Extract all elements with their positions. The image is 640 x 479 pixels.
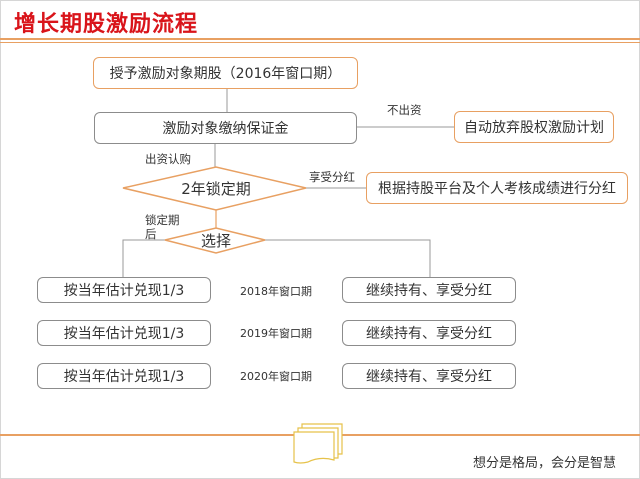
header-divider (0, 38, 640, 40)
dividend-node: 根据持股平台及个人考核成绩进行分红 (366, 172, 628, 204)
edge-label-after-lockup: 锁定期后 (145, 213, 180, 241)
hold-right-node: 继续持有、享受分红 (342, 320, 516, 346)
window-period-label: 2018年窗口期 (240, 285, 312, 298)
page-title: 增长期股激励流程 (14, 11, 199, 37)
lockup-diamond-shape (122, 166, 307, 211)
deposit-node: 激励对象缴纳保证金 (94, 112, 357, 144)
grant-options-node: 授予激励对象期股（2016年窗口期） (93, 57, 358, 89)
choose-diamond: 选择 (200, 231, 231, 250)
footer-slogan: 想分是格局，会分是智慧 (472, 456, 616, 471)
documents-icon (293, 423, 343, 464)
edge-label-invest: 出资认购 (145, 152, 191, 166)
window-period-label: 2020年窗口期 (240, 370, 312, 383)
edge-label-no-invest: 不出资 (387, 103, 422, 117)
vest-left-node: 按当年估计兑现1/3 (37, 320, 211, 346)
abandon-plan-node: 自动放弃股权激励计划 (454, 111, 614, 143)
vest-left-node: 按当年估计兑现1/3 (37, 277, 211, 303)
choose-diamond-shape (164, 227, 266, 254)
hold-right-node: 继续持有、享受分红 (342, 277, 516, 303)
window-period-label: 2019年窗口期 (240, 327, 312, 340)
edge-label-enjoy-dividend: 享受分红 (309, 170, 355, 184)
vest-left-node: 按当年估计兑现1/3 (37, 363, 211, 389)
header-divider-thin (0, 42, 640, 43)
hold-right-node: 继续持有、享受分红 (342, 363, 516, 389)
lockup-diamond: 2年锁定期 (181, 179, 251, 198)
